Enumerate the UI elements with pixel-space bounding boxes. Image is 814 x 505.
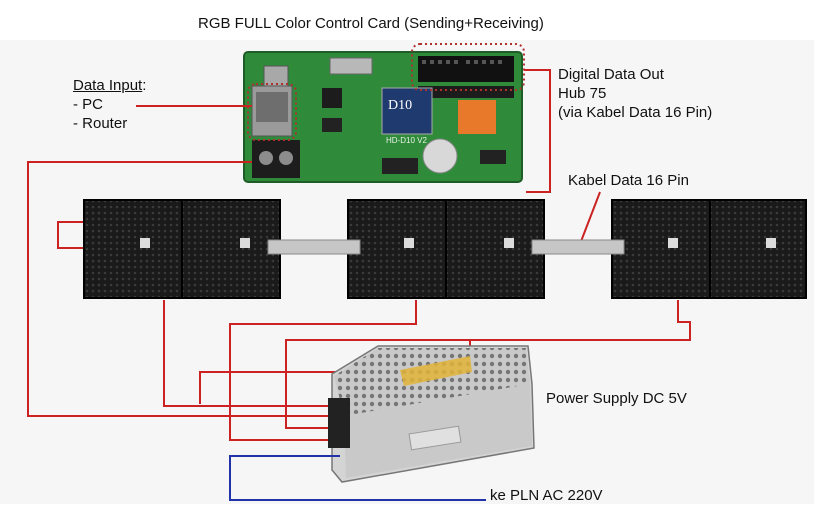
ribbon-cable-1: [267, 239, 361, 255]
battery: [422, 138, 458, 174]
ribbon-cable-2: [531, 239, 625, 255]
data-input-heading: Data Input: [73, 77, 143, 94]
led-panel-3: [611, 199, 807, 299]
psu-warning-label: [400, 356, 472, 386]
d10-chip: [381, 87, 433, 135]
power-supply: [328, 345, 535, 483]
data-input-block: Data Input: - PC - Router: [73, 76, 146, 133]
control-card: [243, 51, 523, 183]
diagram-title: RGB FULL Color Control Card (Sending+Rec…: [198, 15, 544, 32]
ac-input-label: ke PLN AC 220V: [490, 487, 603, 504]
data-input-item-pc: - PC: [73, 96, 103, 113]
card-model-badge: D10: [388, 98, 413, 113]
digital-output-block: Digital Data Out Hub 75 (via Kabel Data …: [558, 65, 712, 122]
led-panel-1: [83, 199, 281, 299]
usb-port: [263, 65, 289, 87]
ac-wire: [229, 455, 486, 501]
logo-chip: [458, 100, 496, 134]
input-highlight: [247, 83, 297, 141]
led-panel-2: [347, 199, 545, 299]
hub75-headers: [418, 56, 514, 82]
card-board-text: HD-D10 V2: [386, 136, 427, 145]
data-input-item-router: - Router: [73, 115, 128, 132]
digital-output-line3: (via Kabel Data 16 Pin): [558, 104, 713, 121]
digital-output-line2: Hub 75: [558, 85, 607, 102]
output-leader-line: [524, 69, 551, 193]
kabel-data-label: Kabel Data 16 Pin: [568, 172, 689, 189]
data-input-colon: :: [142, 77, 147, 94]
power-supply-label: Power Supply DC 5V: [546, 390, 687, 407]
digital-output-line1: Digital Data Out: [558, 66, 664, 83]
psu-terminal-block: [328, 398, 350, 448]
kabel-leader-line: [579, 191, 601, 245]
